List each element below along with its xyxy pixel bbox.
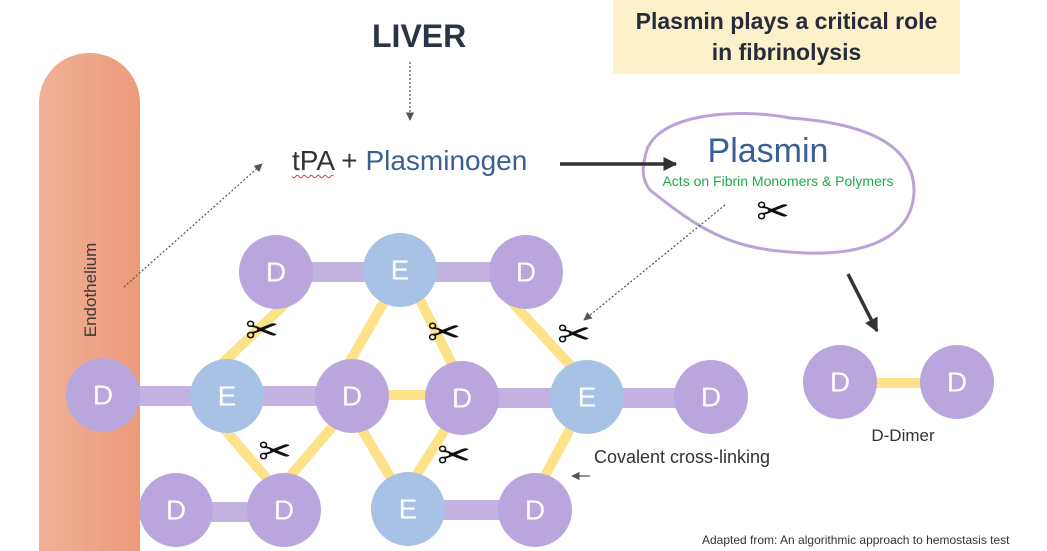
d-domain-node: D — [239, 235, 313, 309]
e-domain-label: E — [399, 494, 418, 525]
d-domain-label: D — [342, 381, 362, 412]
d-domain-label: D — [266, 257, 286, 288]
e-domain-label: E — [218, 381, 237, 412]
title-line-1: Plasmin plays a critical role — [635, 8, 938, 34]
d-domain-label: D — [701, 382, 721, 413]
d-domain-label: D — [93, 380, 113, 411]
scissors-icon: ✂ — [427, 310, 461, 356]
covalent-crosslinking-label: Covalent cross-linking — [594, 447, 771, 467]
plasmin-to-fibrin-arrow — [583, 204, 726, 321]
scissors-icon: ✂ — [245, 308, 279, 354]
e-domain-node: E — [550, 360, 624, 434]
d-domain-node: D — [489, 235, 563, 309]
plasmin-cloud — [641, 112, 916, 255]
d-domain-node: D — [139, 473, 213, 547]
d-domain-node: D — [498, 473, 572, 547]
e-domain-node: E — [363, 233, 437, 307]
plasminogen-label: Plasminogen — [365, 145, 528, 176]
e-domain-label: E — [578, 382, 597, 413]
scissors-marks: ✂ ✂ ✂ ✂ ✂ ✂ — [245, 189, 790, 479]
tpa-label: tPA — [292, 145, 334, 176]
scissors-icon: ✂ — [437, 433, 471, 479]
fibrin-domains: D E D D E D D E D D D E D D D — [66, 233, 994, 547]
d-domain-label: D — [166, 495, 186, 526]
d-domain-node: D — [247, 473, 321, 547]
d-domain-label: D — [947, 367, 967, 398]
plasmin-subtitle: Acts on Fibrin Monomers & Polymers — [662, 173, 894, 189]
e-domain-node: E — [190, 359, 264, 433]
d-domain-node: D — [315, 359, 389, 433]
title-line-2: in fibrinolysis — [711, 39, 862, 65]
d-domain-node: D — [425, 361, 499, 435]
d-domain-label: D — [525, 495, 545, 526]
d-domain-label: D — [830, 367, 850, 398]
scissors-icon: ✂ — [258, 429, 292, 475]
liver-label: LIVER — [372, 18, 467, 54]
e-domain-node: E — [371, 472, 445, 546]
plus-sign: + — [341, 145, 358, 176]
tpa-plasminogen-label: tPA + Plasminogen — [292, 145, 527, 177]
to-d-dimer-arrow — [846, 273, 879, 333]
d-domain-label: D — [516, 257, 536, 288]
scissors-icon: ✂ — [557, 312, 591, 358]
e-domain-label: E — [391, 255, 410, 286]
d-domain-label: D — [274, 495, 294, 526]
plasmin-label: Plasmin — [707, 132, 829, 170]
d-domain-node: D — [66, 358, 140, 432]
d-dimer-node: D — [920, 345, 994, 419]
d-domain-node: D — [674, 360, 748, 434]
d-domain-label: D — [452, 383, 472, 414]
d-dimer-node: D — [803, 345, 877, 419]
title-box: Plasmin plays a critical role in fibrino… — [613, 0, 960, 74]
d-dimer-label: D-Dimer — [871, 426, 935, 445]
source-note: Adapted from: An algorithmic approach to… — [702, 533, 1010, 547]
scissors-icon: ✂ — [756, 189, 790, 235]
endothelium-vessel — [39, 53, 140, 551]
endothelium-to-tpa-arrow — [123, 163, 263, 288]
